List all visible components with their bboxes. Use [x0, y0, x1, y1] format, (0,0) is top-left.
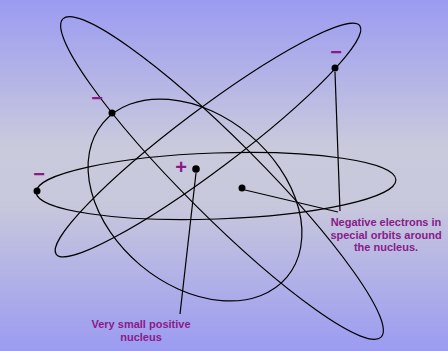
orbit	[38, 2, 378, 279]
orbit	[35, 147, 397, 226]
electron-dot	[109, 110, 116, 117]
charge-sign: −	[30, 164, 48, 184]
callout-label: Very small positive nucleus	[84, 318, 198, 343]
nucleus-dot	[192, 165, 200, 173]
electron-dot	[332, 65, 339, 72]
orbit	[48, 58, 341, 342]
orbit	[36, 0, 408, 351]
callout-label: Negative electrons in special orbits aro…	[326, 216, 446, 254]
electron-dot	[34, 188, 41, 195]
leader-line	[335, 72, 340, 211]
leader-lines	[180, 72, 340, 314]
charge-sign: −	[327, 42, 345, 62]
charge-sign: +	[172, 157, 190, 177]
leader-line	[180, 173, 196, 314]
orbits	[35, 0, 408, 351]
charge-sign: −	[88, 88, 106, 108]
leader-line	[245, 190, 338, 212]
particles	[34, 65, 339, 195]
electron-dot	[239, 185, 246, 192]
